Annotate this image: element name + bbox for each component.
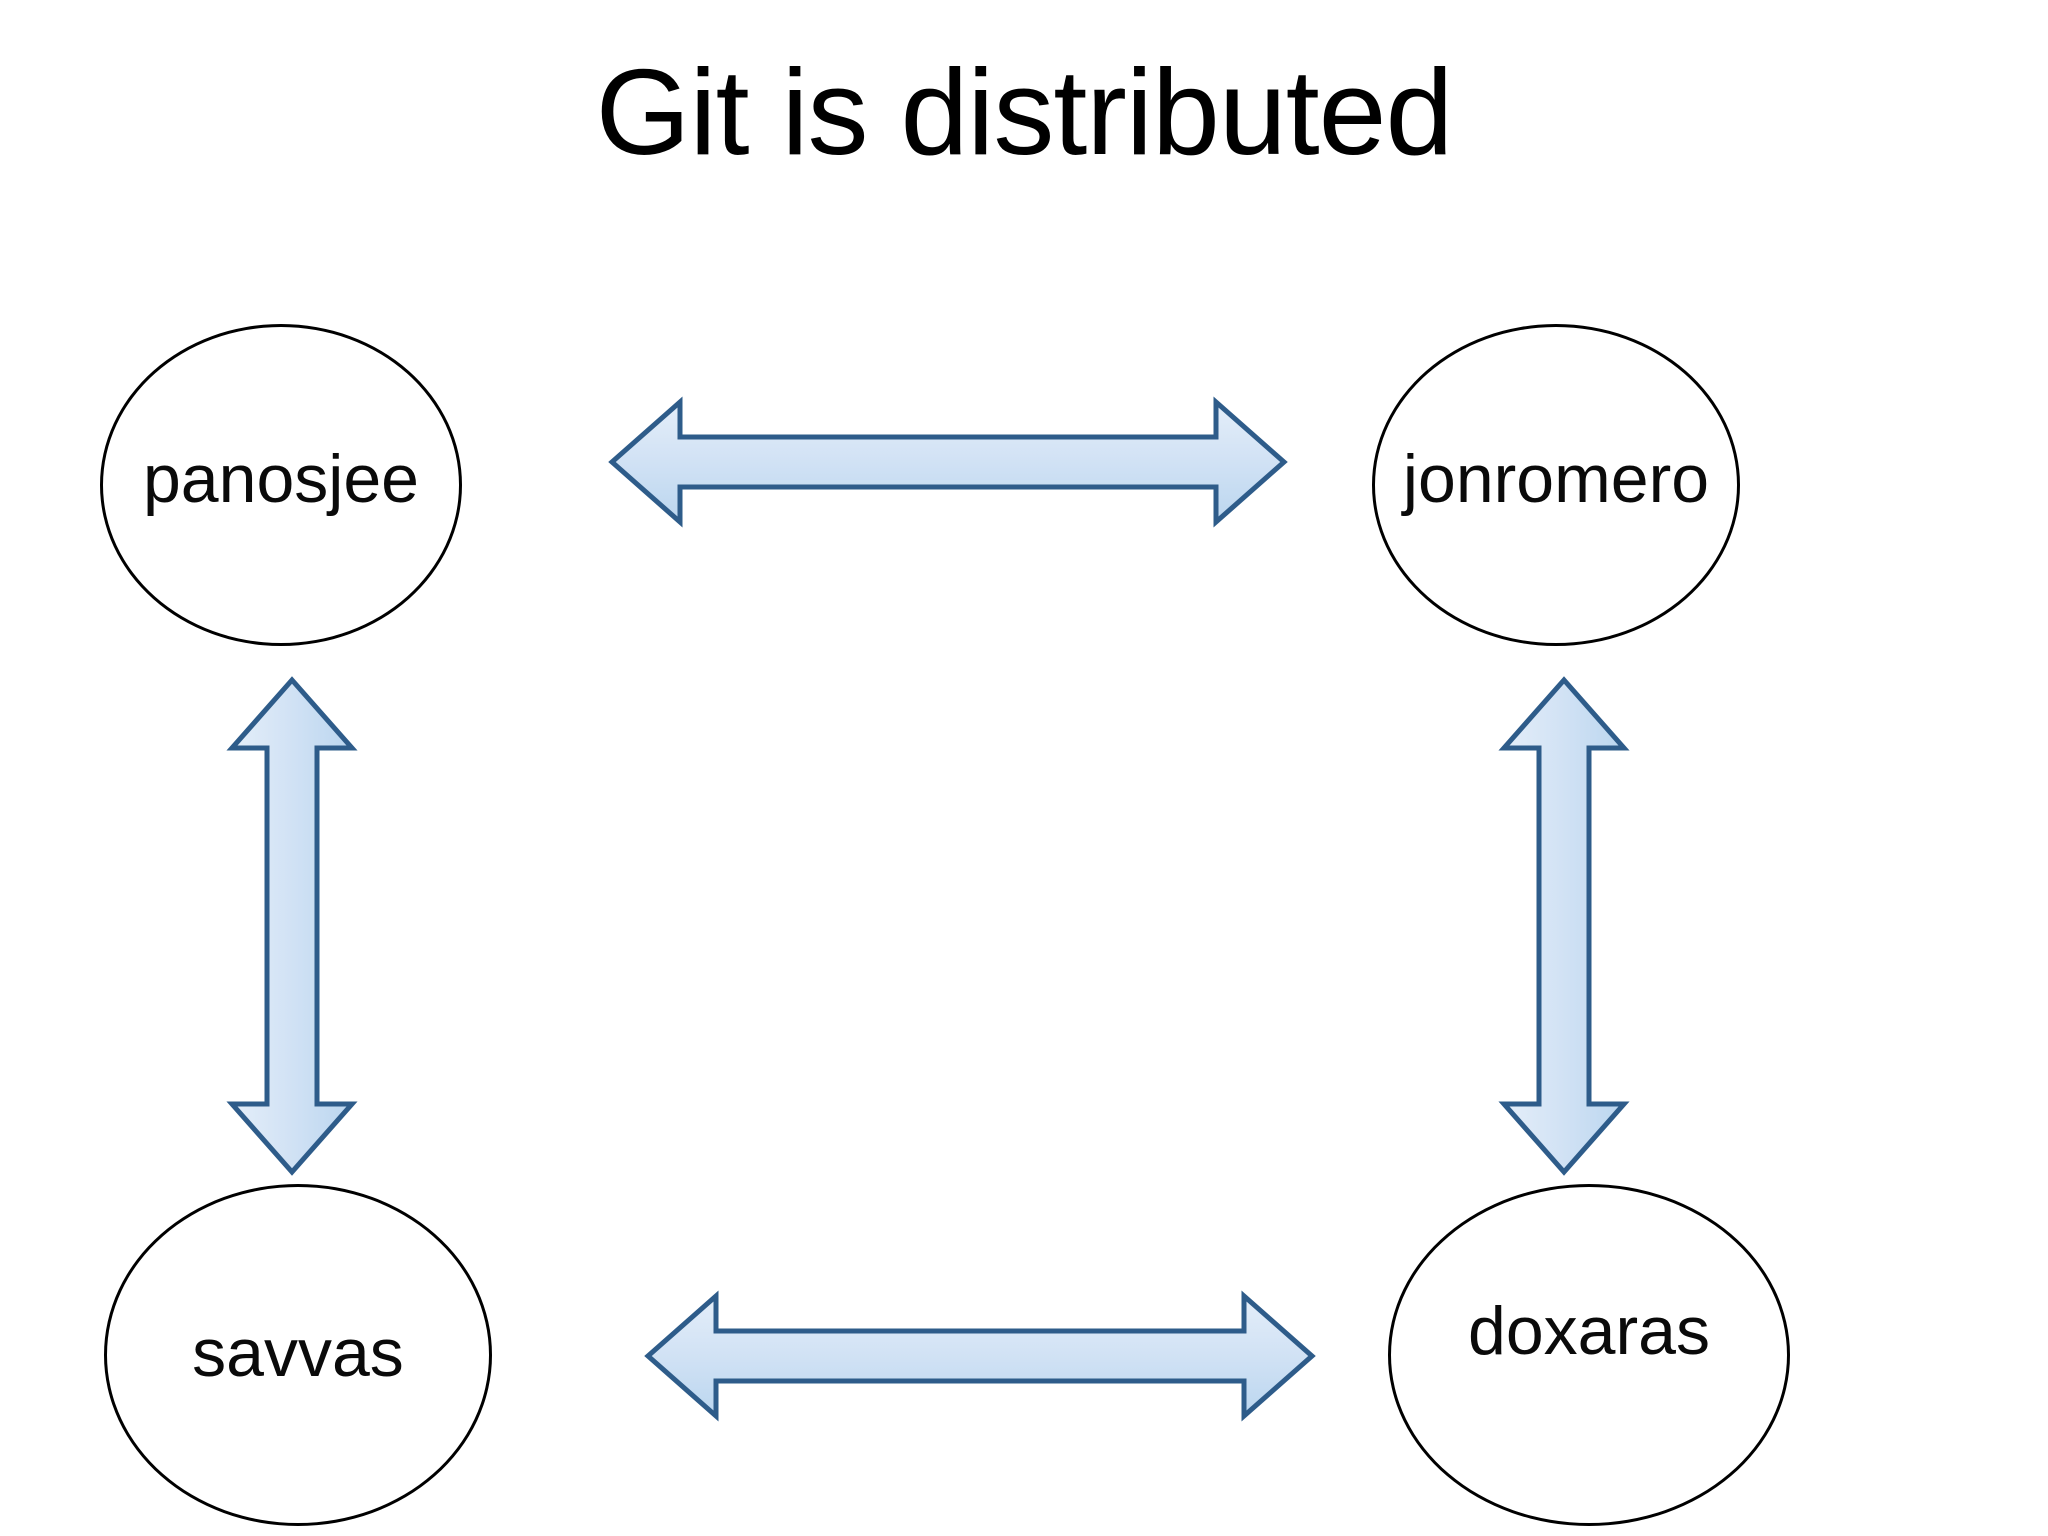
node-jonromero[interactable]: jonromero: [1372, 324, 1740, 646]
node-doxaras[interactable]: doxaras: [1388, 1184, 1790, 1526]
double-headed-horizontal-arrow-icon: [644, 1290, 1316, 1422]
connection-savvas-doxaras[interactable]: [644, 1290, 1316, 1422]
node-panosjee-label: panosjee: [142, 441, 420, 517]
connection-panosjee-jonromero[interactable]: [608, 396, 1288, 528]
node-doxaras-label: doxaras: [1468, 1293, 1710, 1369]
node-panosjee[interactable]: panosjee: [100, 324, 462, 646]
node-savvas-label: savvas: [192, 1315, 404, 1391]
node-jonromero-label: jonromero: [1402, 441, 1710, 517]
double-headed-horizontal-arrow-icon: [608, 396, 1288, 528]
page-title: Git is distributed: [595, 44, 1454, 180]
double-headed-vertical-arrow-icon: [1498, 676, 1630, 1176]
connection-jonromero-doxaras[interactable]: [1498, 676, 1630, 1176]
node-savvas[interactable]: savvas: [104, 1184, 492, 1526]
connection-panosjee-savvas[interactable]: [226, 676, 358, 1176]
double-headed-vertical-arrow-icon: [226, 676, 358, 1176]
